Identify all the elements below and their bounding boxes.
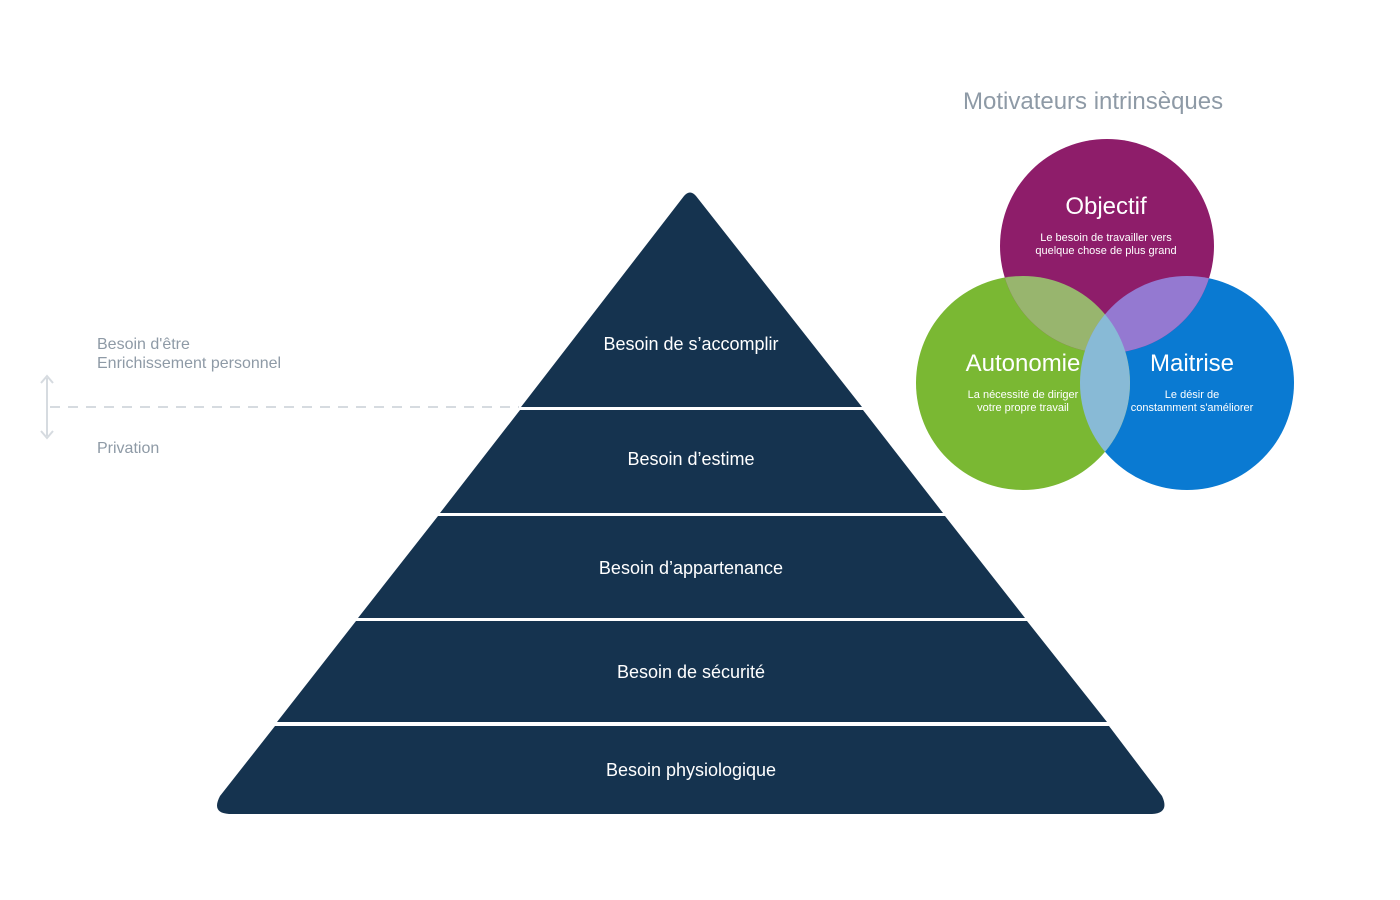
divider — [40, 374, 519, 440]
label-enrichissement: Enrichissement personnel — [97, 355, 282, 372]
pyramid-label-esteem: Besoin d’estime — [627, 449, 754, 469]
arrow-up-icon — [40, 374, 54, 384]
pyramid-level-physiological — [217, 726, 1165, 814]
arrow-down-icon — [40, 430, 54, 440]
overlap-objectif-maitrise — [1080, 276, 1214, 353]
pyramid-label-belonging: Besoin d’appartenance — [599, 558, 783, 578]
pyramid-label-physiological: Besoin physiologique — [606, 760, 776, 780]
maitrise-desc-line2: constamment s'améliorer — [1131, 402, 1254, 414]
objectif-desc-line2: quelque chose de plus grand — [1035, 245, 1176, 257]
objectif-title: Objectif — [1065, 193, 1147, 220]
objectif-desc-line1: Le besoin de travailler vers — [1040, 232, 1172, 244]
maitrise-desc-line1: Le désir de — [1165, 389, 1219, 401]
pyramid-level-safety — [277, 621, 1107, 722]
pyramid-level-self-actualization — [521, 192, 862, 407]
pyramid-level-esteem — [440, 410, 943, 513]
pyramid-label-self-actualization: Besoin de s’accomplir — [603, 334, 778, 354]
pyramid-label-safety: Besoin de sécurité — [617, 662, 765, 682]
pyramid-level-belonging — [358, 516, 1025, 618]
autonomie-title: Autonomie — [966, 350, 1081, 377]
pyramid: Besoin de s’accomplir Besoin d’estime Be… — [217, 192, 1165, 814]
maitrise-title: Maitrise — [1150, 350, 1234, 377]
overlap-objectif-autonomie — [1000, 276, 1130, 353]
motivators-title: Motivateurs intrinsèques — [963, 88, 1224, 115]
label-besoin-etre: Besoin d'être — [97, 336, 190, 353]
autonomie-desc-line2: votre propre travail — [977, 402, 1069, 414]
label-privation: Privation — [97, 440, 160, 457]
venn-diagram: Objectif Le besoin de travailler vers qu… — [916, 139, 1294, 490]
autonomie-desc-line1: La nécessité de diriger — [968, 389, 1079, 401]
